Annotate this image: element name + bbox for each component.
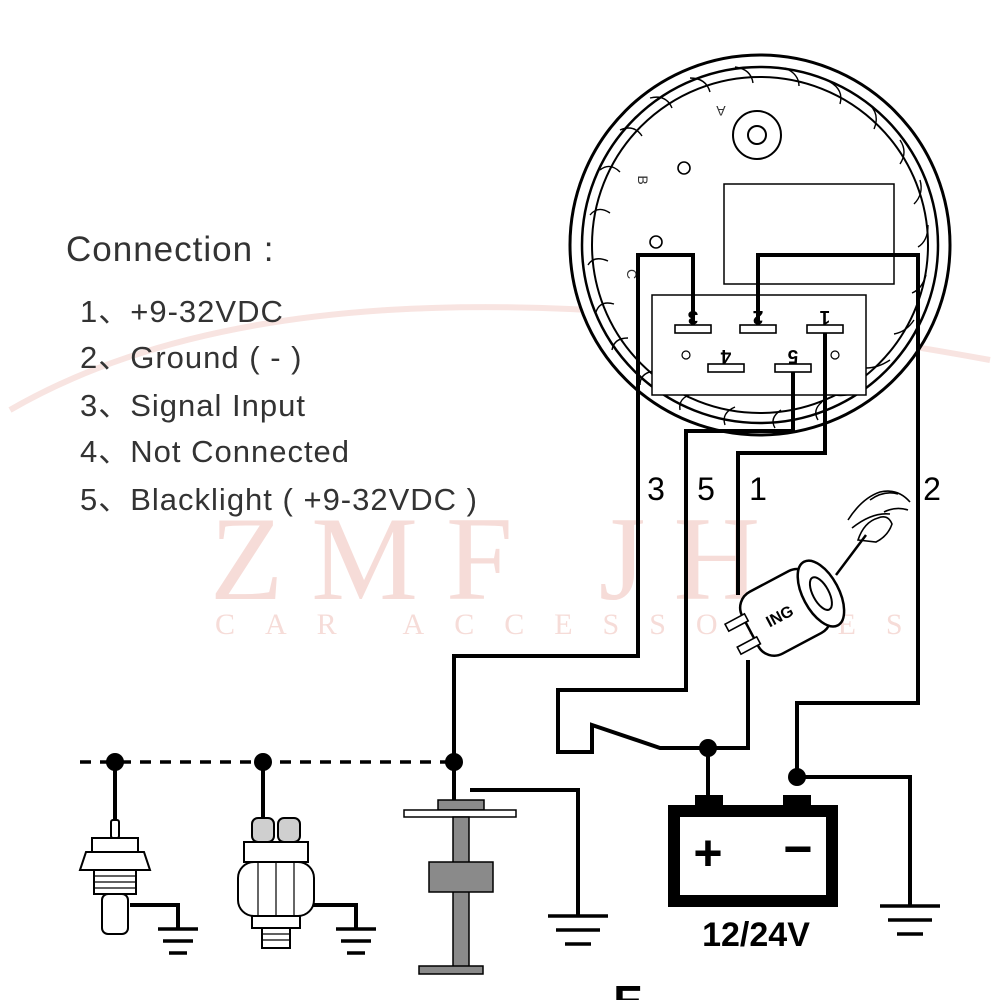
hole-b-label: B <box>635 175 651 184</box>
battery-case <box>668 805 838 907</box>
temp-sensor-cap <box>91 837 139 853</box>
wire-temp-sensor-ground <box>130 903 180 928</box>
ground-symbols <box>158 904 940 955</box>
battery-voltage-label: 12/24V <box>702 916 810 954</box>
legend-item-2: 2、Ground ( - ) <box>80 340 303 375</box>
battery-minus-symbol: − <box>783 821 812 877</box>
wire-ignition-battery <box>706 660 750 795</box>
battery: + − 12/24V <box>668 795 838 954</box>
pressure-sensor-hex <box>251 915 301 929</box>
connector-screw-left <box>681 350 691 360</box>
wire-junctions <box>106 739 806 786</box>
watermark-brand: ZMF JH <box>210 492 789 625</box>
footer-mark: E <box>613 977 642 1000</box>
gauge-label-plate <box>723 183 895 285</box>
wire-label-5: 5 <box>697 471 715 507</box>
pressure-sensor-terminal-b <box>277 817 301 843</box>
temperature-sensor <box>78 819 152 935</box>
ground-pressure-sensor <box>336 927 376 955</box>
fuel-sender-top <box>437 799 485 811</box>
connection-legend-title: Connection : <box>66 230 275 269</box>
battery-plus-symbol: + <box>693 825 722 881</box>
ignition-terminal-1 <box>723 612 750 633</box>
fuel-sender-flange <box>403 809 517 818</box>
pin-4-terminal <box>707 363 745 373</box>
key-and-hand <box>835 490 911 576</box>
hole-a-label: A <box>716 103 726 119</box>
legend-item-5: 5、Blacklight ( +9-32VDC ) <box>80 482 478 517</box>
fuel-sender-float <box>428 861 494 893</box>
wires <box>113 253 920 928</box>
pressure-sensor <box>237 817 315 949</box>
gauge-back: A B C 3 2 1 4 5 <box>568 53 952 437</box>
pin-5-label: 5 <box>787 345 798 366</box>
temp-sensor-hex <box>78 851 152 871</box>
hole-b <box>677 161 691 175</box>
fuel-level-sender <box>403 799 517 975</box>
ignition-switch: ING <box>723 490 911 657</box>
ignition-terminal-2 <box>736 635 762 656</box>
pin-4-label: 4 <box>720 345 731 366</box>
hole-a-inner <box>747 125 767 145</box>
legend-item-4: 4、Not Connected <box>80 434 351 469</box>
ground-temp-sensor <box>158 927 198 955</box>
wire-2-ground <box>756 253 920 777</box>
hole-c-label: C <box>624 269 640 279</box>
pressure-sensor-thread <box>261 927 291 949</box>
wire-label-3: 3 <box>647 471 665 507</box>
legend-item-1: 1、+9-32VDC <box>80 294 284 329</box>
wire-pressure-sensor-ground <box>305 903 358 928</box>
bezel-knurl <box>587 66 929 429</box>
wire-fuel-sender-ground <box>470 788 580 915</box>
junction-battery-negative <box>788 768 806 786</box>
wire-1-power <box>736 333 827 595</box>
fuel-sender-base <box>418 965 484 975</box>
junction-battery-positive <box>699 739 717 757</box>
pressure-sensor-terminal-a <box>251 817 275 843</box>
wire-5-backlight <box>556 372 795 754</box>
temp-sensor-terminal <box>110 819 120 839</box>
wire-label-2: 2 <box>923 471 941 507</box>
ignition-keyhole <box>808 576 833 611</box>
wire-3-signal <box>452 253 695 762</box>
pressure-sensor-collar <box>243 841 309 863</box>
junction-temp-sensor <box>106 753 124 771</box>
wire-label-1: 1 <box>749 471 767 507</box>
wire-battery-ground <box>797 775 912 905</box>
connector-screw-right <box>830 350 840 360</box>
ground-fuel-sender <box>548 914 608 946</box>
junction-fuel-sender <box>445 753 463 771</box>
ground-battery <box>880 904 940 936</box>
hole-c <box>649 235 663 249</box>
legend-item-3: 3、Signal Input <box>80 388 306 423</box>
pin-1-label: 1 <box>819 306 830 327</box>
temp-sensor-probe <box>101 893 129 935</box>
